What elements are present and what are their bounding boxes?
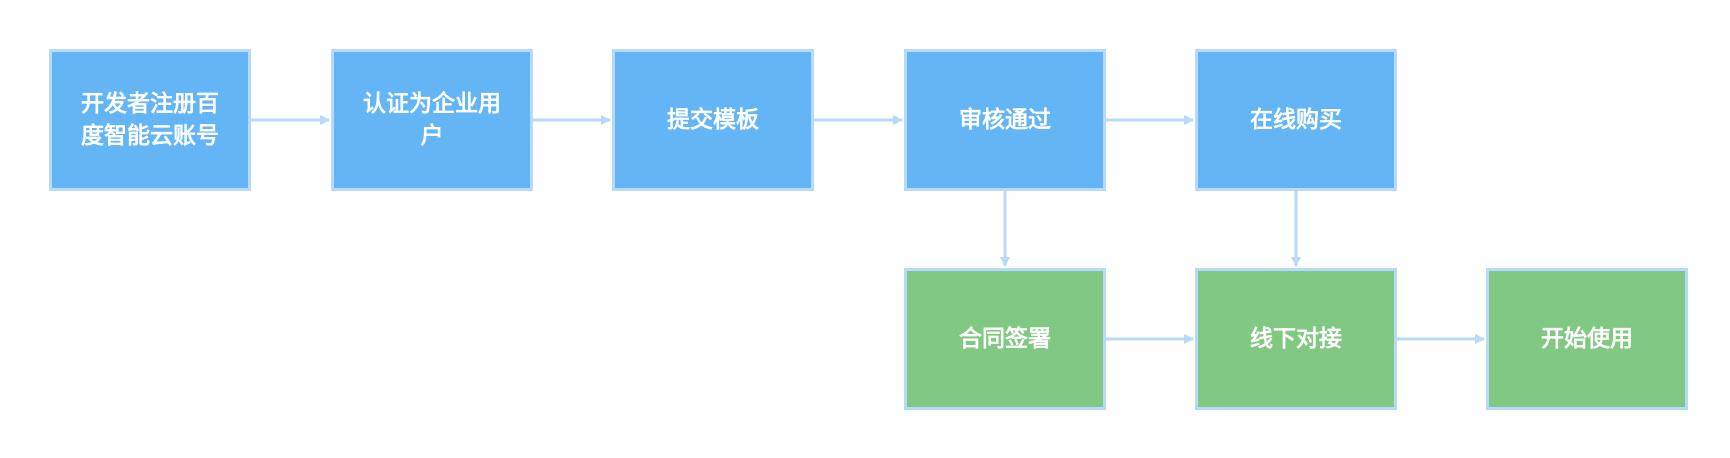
step-approved-label: 审核通过: [959, 107, 1051, 133]
step-offline: 线下对接: [1195, 268, 1397, 410]
step-submit-label: 提交模板: [667, 107, 759, 133]
step-offline-label: 线下对接: [1250, 326, 1342, 352]
step-approved: 审核通过: [904, 49, 1106, 191]
step-contract: 合同签署: [904, 268, 1106, 410]
step-purchase-label: 在线购买: [1250, 107, 1342, 133]
step-register-label: 开发者注册百度智能云账号: [81, 91, 219, 149]
step-submit: 提交模板: [612, 49, 814, 191]
step-verify-label: 认证为企业用户: [363, 91, 501, 149]
step-start: 开始使用: [1486, 268, 1688, 410]
step-contract-label: 合同签署: [959, 326, 1051, 352]
step-start-label: 开始使用: [1541, 326, 1633, 352]
step-verify: 认证为企业用户: [331, 49, 533, 191]
step-register: 开发者注册百度智能云账号: [49, 49, 251, 191]
step-purchase: 在线购买: [1195, 49, 1397, 191]
